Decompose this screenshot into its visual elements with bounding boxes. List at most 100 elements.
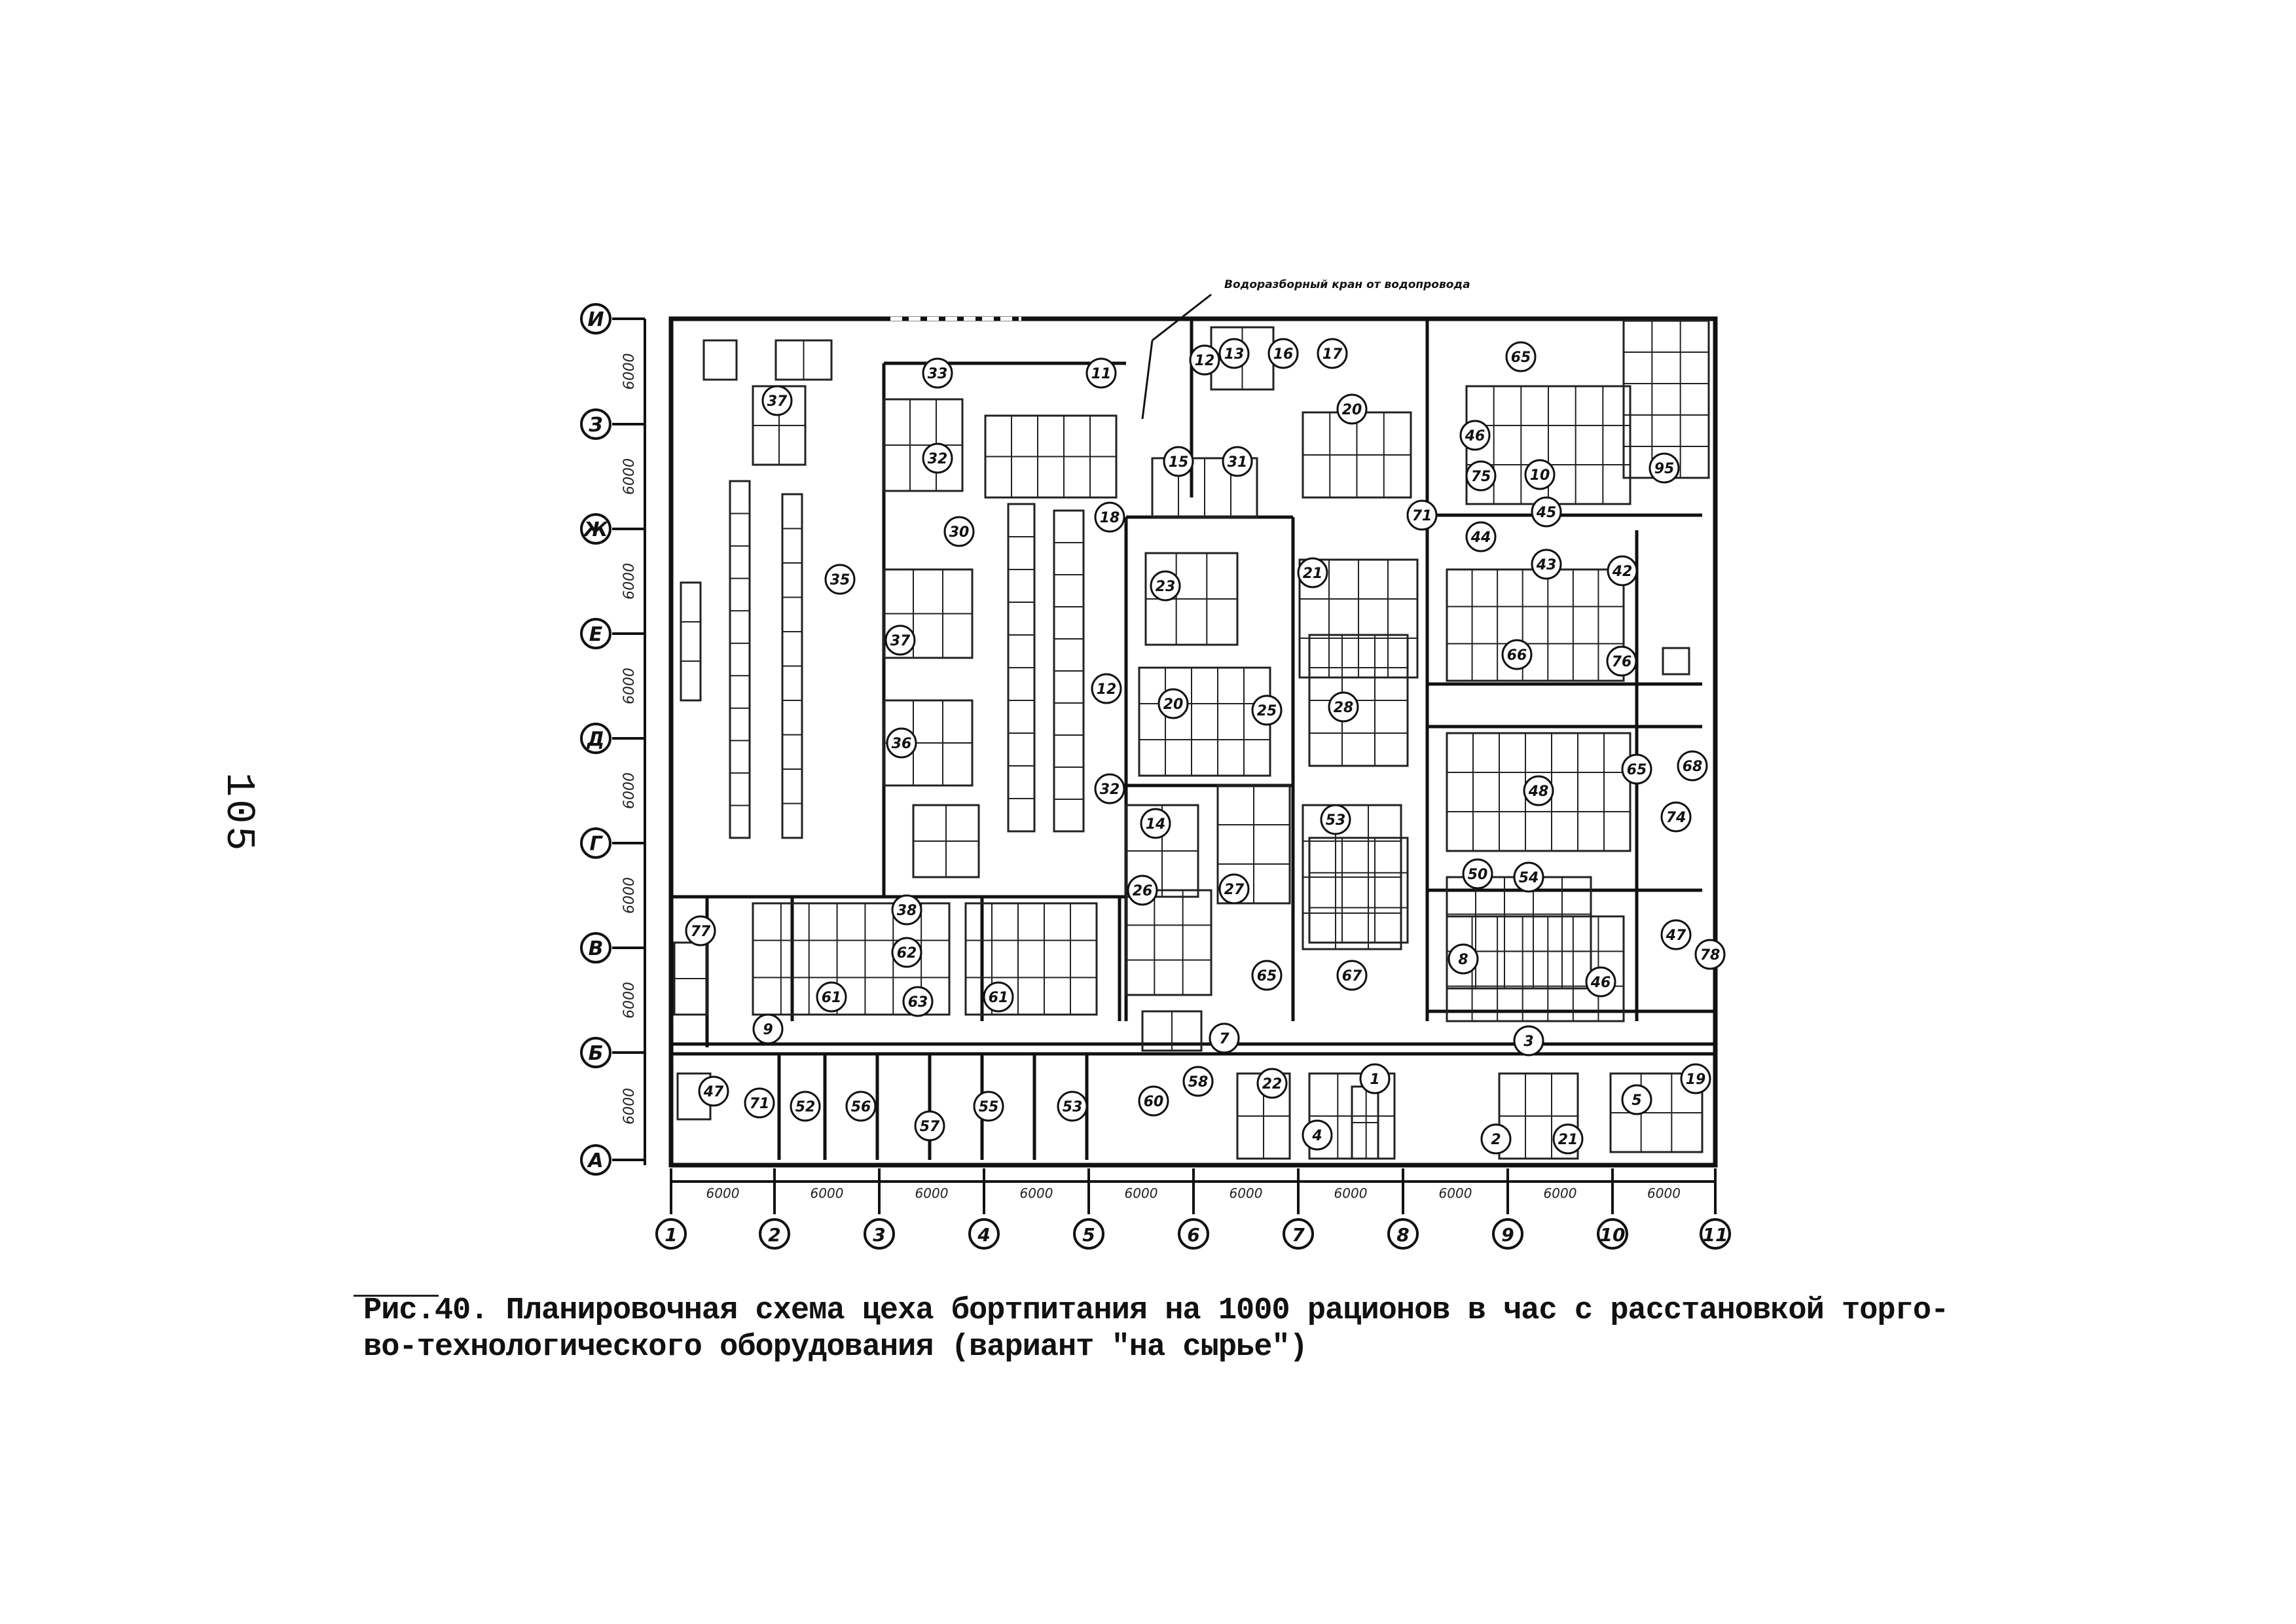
column-axis-label: 9 (1501, 1224, 1514, 1246)
row-axis-marker (580, 1037, 611, 1068)
room-number-marker (902, 986, 934, 1017)
room-number-marker (891, 894, 922, 926)
room-number-label: 47 (703, 1084, 724, 1100)
room-number-label: 4 (1311, 1128, 1322, 1144)
room-number-marker (1524, 459, 1556, 490)
room-number-marker (845, 1091, 877, 1122)
column-axis-label: 6 (1187, 1224, 1199, 1246)
room-number-marker (1218, 338, 1250, 369)
top-callout: Водоразборный кран от водопровода (1141, 278, 1470, 420)
row-axis-label: В (589, 937, 604, 960)
room-number-label: 48 (1528, 784, 1549, 800)
room-number-marker (1465, 521, 1497, 552)
room-number-marker (1406, 499, 1438, 531)
room-number-label: 21 (1303, 566, 1323, 582)
column-spacing-label: 6000 (915, 1185, 949, 1201)
room-number-label: 20 (1163, 696, 1184, 713)
room-number-label: 18 (1100, 510, 1120, 526)
room-number-marker (1138, 1085, 1169, 1117)
column-axis-marker (1597, 1218, 1628, 1250)
room-number-marker (1091, 673, 1122, 704)
equipment-block (1446, 568, 1625, 682)
equipment-layout (673, 319, 1710, 1160)
room-number-label: 12 (1195, 353, 1215, 369)
room-number-label: 11 (1091, 366, 1112, 382)
room-number-marker (1523, 775, 1554, 806)
room-number-marker (1462, 858, 1493, 890)
equipment-block (1308, 837, 1409, 944)
equipment-block (680, 581, 702, 702)
room-number-label: 21 (1558, 1132, 1578, 1148)
room-number-marker (1606, 645, 1637, 677)
callout-leader (1141, 340, 1154, 420)
room-number-label: 47 (1666, 928, 1686, 944)
room-number-marker (1459, 420, 1491, 451)
room-number-label: 50 (1468, 867, 1488, 883)
row-axis-marker (580, 408, 611, 440)
room-number-marker (1218, 873, 1250, 905)
equipment-block (1125, 889, 1212, 996)
room-number-label: 71 (1412, 508, 1432, 524)
room-number-label: 74 (1666, 810, 1686, 826)
room-number-marker (1094, 773, 1125, 804)
room-number-marker (1163, 446, 1194, 477)
row-spacing-label: 6000 (621, 563, 638, 600)
room-number-marker (1660, 801, 1692, 833)
column-axis-marker (1492, 1218, 1523, 1250)
room-number-marker (1157, 688, 1189, 719)
room-number-marker (1057, 1091, 1088, 1122)
room-number-marker (1222, 446, 1253, 477)
room-number-marker (886, 727, 917, 759)
room-number-label: 7 (1219, 1031, 1230, 1047)
room-number-marker (1297, 557, 1328, 588)
room-number-label: 23 (1156, 579, 1176, 595)
row-axis-label: Г (589, 833, 603, 856)
row-axis-label: Д (587, 728, 605, 751)
column-axis-label: 8 (1396, 1224, 1409, 1246)
room-number-marker (1660, 919, 1692, 950)
row-axis-label: Б (589, 1042, 604, 1065)
row-spacing-label: 6000 (621, 668, 638, 704)
room-number-label: 3 (1523, 1034, 1533, 1050)
room-number-label: 54 (1519, 870, 1539, 886)
room-number-marker (1336, 960, 1368, 991)
room-number-marker (922, 442, 953, 474)
room-number-marker (1465, 460, 1497, 492)
room-number-marker (1251, 960, 1283, 991)
room-number-marker (744, 1087, 775, 1119)
room-number-marker (1317, 338, 1348, 369)
room-number-label: 61 (989, 990, 1009, 1006)
room-number-label: 58 (1188, 1074, 1209, 1091)
row-axis-marker (580, 618, 611, 649)
room-number-label: 60 (1144, 1094, 1164, 1110)
room-number-label: 2 (1491, 1132, 1501, 1148)
room-number-label: 61 (822, 990, 842, 1006)
room-number-marker (1585, 966, 1616, 998)
row-spacing-label: 6000 (621, 458, 638, 495)
room-number-marker (1267, 338, 1299, 369)
column-spacing-label: 6000 (1544, 1185, 1577, 1201)
column-spacing-label: 6000 (811, 1185, 844, 1201)
room-number-label: 35 (830, 572, 850, 588)
room-number-label: 9 (763, 1022, 773, 1038)
room-number-marker (1649, 452, 1680, 484)
column-axis-marker (968, 1218, 1000, 1250)
room-number-marker (943, 516, 975, 547)
room-number-marker (1328, 691, 1359, 723)
room-number-marker (1694, 939, 1726, 970)
room-number-marker (1531, 549, 1562, 580)
row-spacing-label: 6000 (621, 982, 638, 1019)
room-number-marker (1501, 639, 1533, 670)
room-number-label: 38 (897, 903, 917, 919)
room-number-marker (914, 1110, 945, 1142)
room-number-label: 52 (795, 1099, 816, 1115)
room-number-marker (685, 915, 716, 947)
callout-text: Водоразборный кран от водопровода (1224, 278, 1470, 291)
room-number-label: 56 (851, 1099, 871, 1115)
room-number-label: 28 (1334, 700, 1354, 716)
room-number-label: 37 (767, 393, 788, 410)
room-number-marker (973, 1091, 1004, 1122)
room-number-marker (1513, 1025, 1544, 1056)
